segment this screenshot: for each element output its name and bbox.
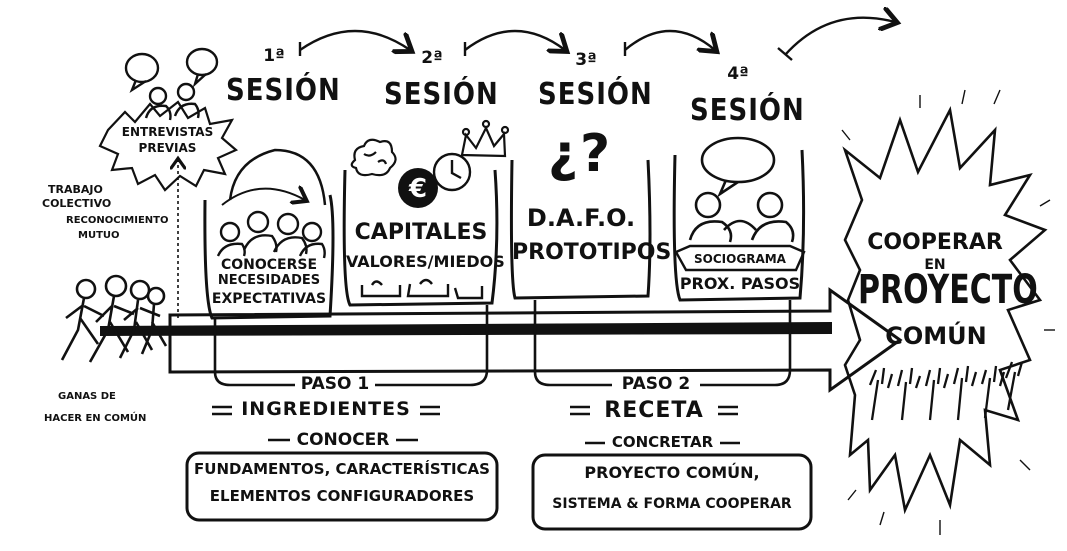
speech-bubble-icon <box>700 136 776 198</box>
raised-hands-icon <box>868 361 1024 421</box>
session-1-item: CONOCERSE <box>220 257 318 273</box>
trabajo-label: TRABAJO <box>48 183 103 196</box>
paso-2-text: SISTEMA & FORMA COOPERAR <box>552 496 792 512</box>
people-icon <box>216 210 326 259</box>
entrevistas-label: ENTREVISTAS <box>121 125 214 139</box>
paso-1-title: INGREDIENTES <box>241 398 411 420</box>
paso-brackets <box>213 300 792 387</box>
goal-line-3: PROYECTO <box>858 266 1038 314</box>
goal-line-2: EN <box>924 257 946 273</box>
session-1-item: EXPECTATIVAS <box>211 291 327 307</box>
session-1-number: 1ª <box>263 46 285 66</box>
entrevistas-burst <box>98 100 239 318</box>
people-icon <box>144 82 200 121</box>
session-box-3 <box>509 159 652 300</box>
puzzle-icon <box>360 278 484 300</box>
goal-line-4: COMÚN <box>885 322 987 350</box>
session-2-item: CAPITALES <box>354 220 488 245</box>
entrevistas-label: PREVIAS <box>138 141 197 155</box>
paso-1-verb: CONOCER <box>296 430 390 450</box>
crown-icon <box>460 119 510 158</box>
step2-box <box>531 453 813 531</box>
session-3-item: PROTOTIPOS <box>512 240 672 265</box>
session-3-label: SESIÓN <box>538 77 653 113</box>
session-3-item: D.A.F.O. <box>526 204 636 232</box>
svg-text:€: € <box>408 174 427 204</box>
people-icon <box>688 191 795 243</box>
paso-2-verb: CONCRETAR <box>611 433 714 451</box>
paso-2-text: PROYECTO COMÚN, <box>584 463 760 482</box>
session-1-item: NECESIDADES <box>217 273 321 288</box>
question-marks-icon: ¿? <box>547 124 613 184</box>
session-2-number: 2ª <box>421 48 443 68</box>
goal-line-1: COOPERAR <box>867 230 1003 255</box>
session-box-2 <box>342 169 499 307</box>
euro-icon: € <box>398 168 438 208</box>
sociograma-tray <box>674 244 806 272</box>
session-arcs <box>298 18 895 61</box>
session-4-item: SOCIOGRAMA <box>694 252 786 266</box>
session-3-number: 3ª <box>575 50 597 70</box>
session-box-1 <box>203 148 335 320</box>
title-dashes <box>212 405 740 445</box>
clock-icon <box>432 152 472 192</box>
session-2-item: VALORES/MIEDOS <box>346 252 505 271</box>
paso-2-title: RECETA <box>604 398 704 423</box>
session-4-item: PROX. PASOS <box>679 274 801 293</box>
brain-icon <box>350 138 397 177</box>
paso-2-label: PASO 2 <box>621 374 691 394</box>
ganas-label: HACER EN COMÚN <box>44 413 147 424</box>
trabajo-label: MUTUO <box>78 230 120 241</box>
session-4-label: SESIÓN <box>690 93 805 129</box>
session-2-label: SESIÓN <box>384 77 499 113</box>
paso-1-text: ELEMENTOS CONFIGURADORES <box>209 487 475 505</box>
paso-1-text: FUNDAMENTOS, CARACTERÍSTICAS <box>194 460 490 478</box>
ganas-label: GANAS DE <box>58 391 116 402</box>
step1-box <box>185 451 499 522</box>
trabajo-label: RECONOCIMIENTO <box>66 215 169 226</box>
speech-bubble-icon <box>124 47 219 94</box>
explosion-burst <box>841 89 1055 535</box>
session-1-label: SESIÓN <box>226 73 341 109</box>
session-box-4 <box>672 149 806 302</box>
running-people-icon <box>60 274 168 363</box>
session-4-number: 4ª <box>727 64 749 84</box>
trabajo-label: COLECTIVO <box>42 197 112 210</box>
paso-1-label: PASO 1 <box>300 374 370 394</box>
